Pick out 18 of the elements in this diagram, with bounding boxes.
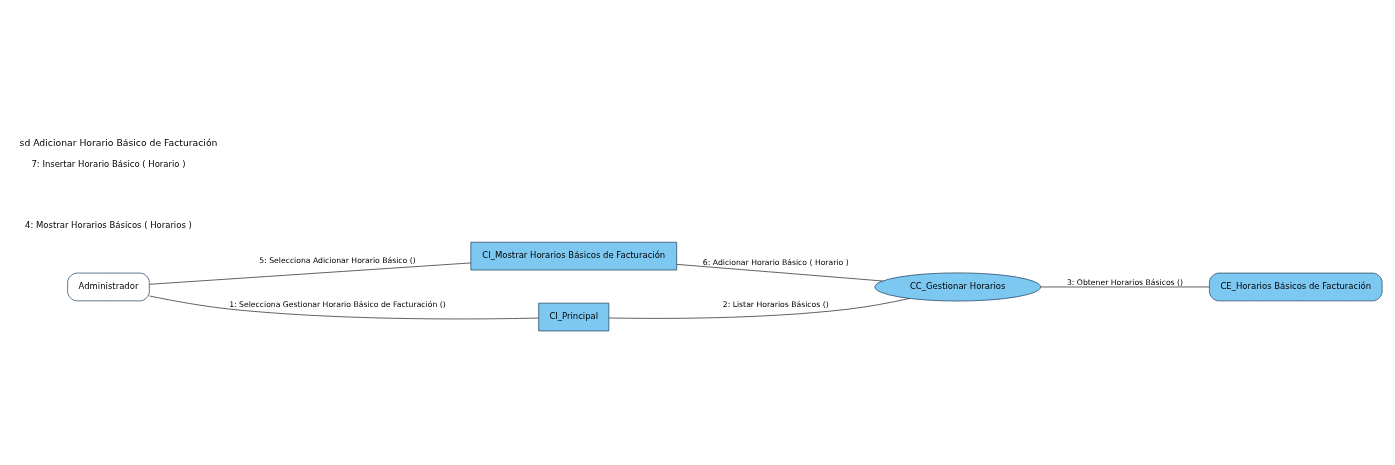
connector [608, 297, 910, 319]
node-box: CE_Horarios Básicos de Facturación [1209, 272, 1383, 301]
diagram-title: sd Adicionar Horario Básico de Facturación [19, 136, 218, 148]
label: 4: Mostrar Horarios Básicos ( Horarios ) [25, 219, 192, 230]
connector [676, 263, 883, 281]
edge-label: 1: Selecciona Gestionar Horario Básico de Facturación () [229, 299, 446, 309]
label: 7: Insertar Horario Básico ( Horario ) [31, 158, 186, 169]
edge-label: 6: Adicionar Horario Básico ( Horario ) [702, 257, 849, 267]
connector [149, 262, 472, 285]
node-box: Administrador [67, 272, 150, 301]
node-box: CI_Principal [538, 302, 610, 331]
edge-label: 2: Listar Horarios Básicos () [722, 299, 829, 309]
node-ellipse: CC_Gestionar Horarios [874, 272, 1041, 301]
edge-label: 3: Obtener Horarios Básicos () [1066, 277, 1184, 287]
connector [149, 295, 539, 319]
node-box: CI_Mostrar Horarios Básicos de Facturación [470, 241, 678, 270]
connector [1040, 286, 1210, 287]
edge-label: 5: Selecciona Adicionar Horario Básico () [259, 255, 416, 265]
